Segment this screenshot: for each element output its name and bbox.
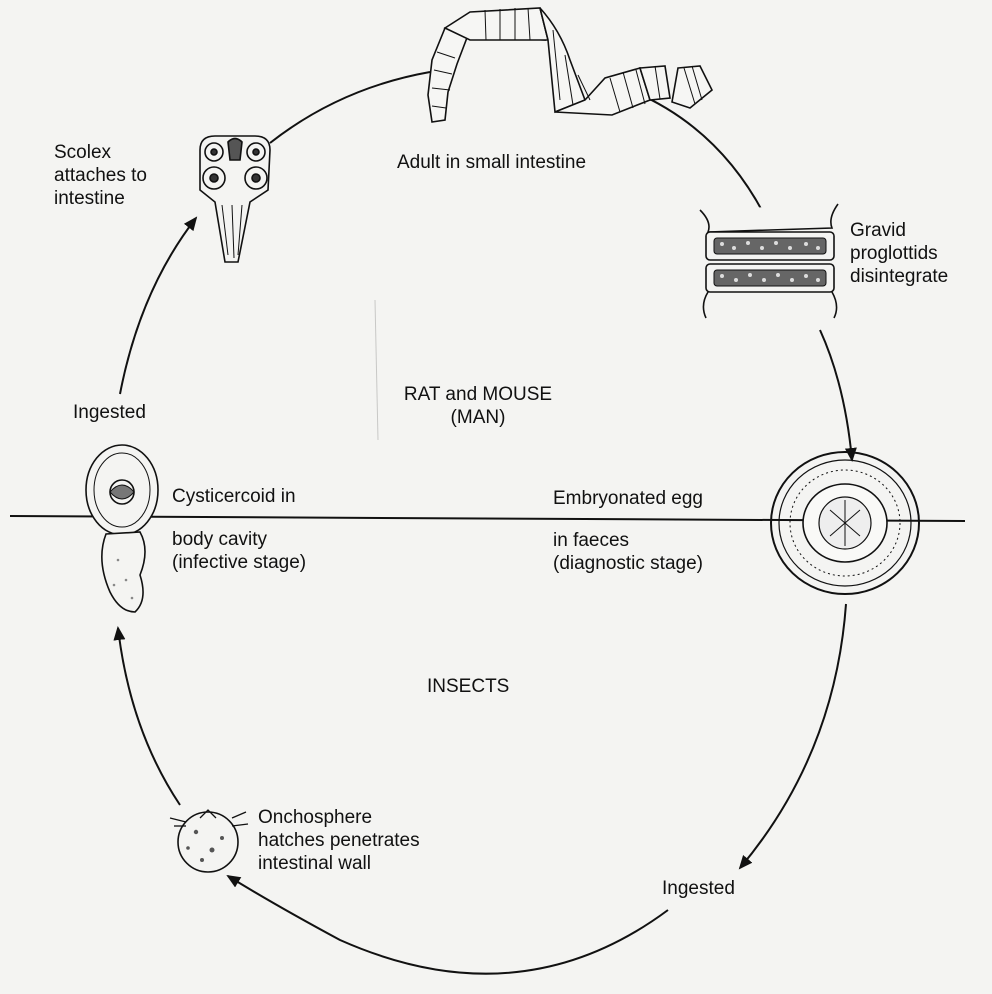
gravid-proglottids-icon	[700, 204, 838, 318]
arrow-adult-to-gravid	[625, 88, 768, 222]
label-cysticercoid: Cysticercoid in	[172, 485, 296, 508]
cysticercoid-icon	[86, 445, 158, 612]
label-ingested-bottom: Ingested	[662, 877, 735, 900]
arrow-ingested-to-scolex	[120, 218, 196, 394]
scolex-icon	[200, 136, 270, 262]
label-definitive-host: RAT and MOUSE(MAN)	[378, 383, 578, 429]
label-intermediate-host: INSECTS	[427, 675, 509, 698]
onchosphere-icon	[170, 810, 248, 872]
adult-tapeworm-icon	[428, 8, 712, 122]
arrow-onchosphere-to-cysticercoid	[118, 628, 180, 805]
embryonated-egg-icon	[771, 452, 919, 594]
arrow-ingested-to-onchosphere	[228, 876, 668, 974]
label-egg-stage: in faeces(diagnostic stage)	[553, 529, 703, 575]
label-ingested-top: Ingested	[73, 401, 146, 424]
arrow-egg-to-ingested	[740, 604, 846, 868]
label-adult-in-small-intestine: Adult in small intestine	[397, 151, 586, 174]
label-cysticercoid-stage: body cavity(infective stage)	[172, 528, 306, 574]
arrow-gravid-to-egg	[820, 330, 852, 460]
label-embryonated-egg: Embryonated egg	[553, 487, 703, 510]
arrow-scolex-to-adult	[270, 72, 430, 143]
